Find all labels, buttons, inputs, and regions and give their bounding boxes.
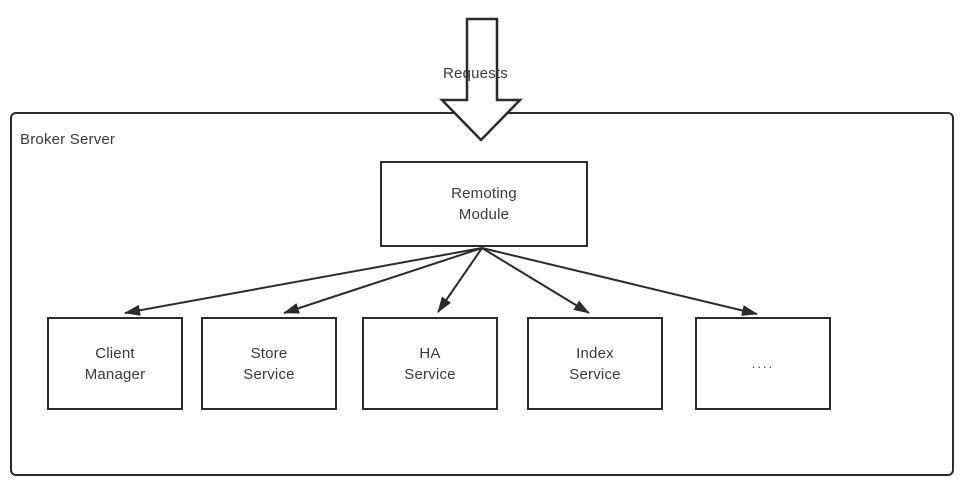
client-manager-box: Client Manager (47, 317, 183, 410)
remoting-module-box: Remoting Module (380, 161, 588, 247)
store-service-box: Store Service (201, 317, 337, 410)
ellipsis-box: .... (695, 317, 831, 410)
broker-server-label: Broker Server (20, 131, 116, 148)
requests-label: Requests (443, 65, 508, 82)
ha-service-box: HA Service (362, 317, 498, 410)
index-service-box: Index Service (527, 317, 663, 410)
